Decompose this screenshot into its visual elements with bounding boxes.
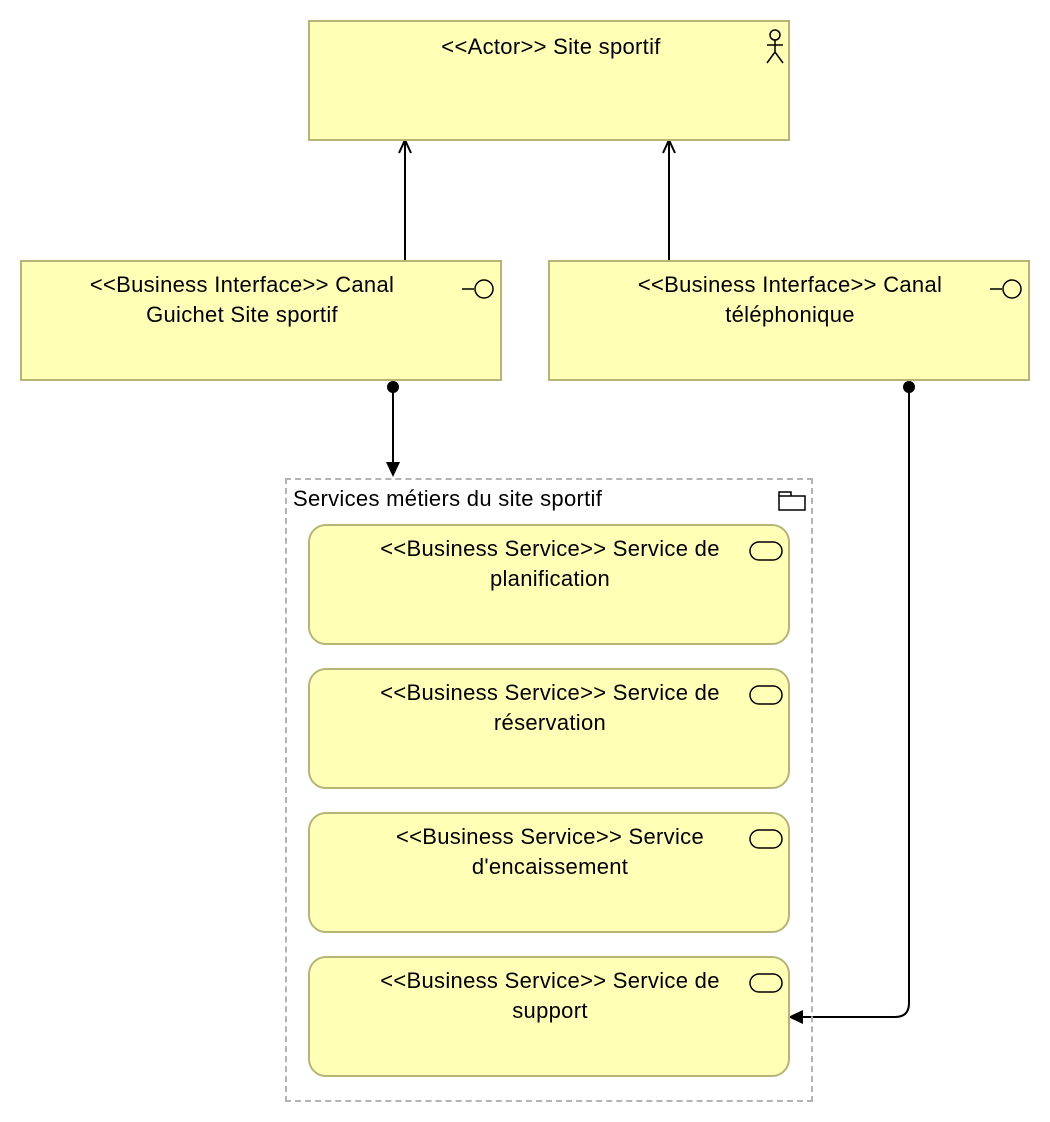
service-planification[interactable]: <<Business Service>> Service de planific… bbox=[308, 524, 790, 645]
business-service-icon bbox=[749, 541, 783, 561]
interface-guichet-label-line1: <<Business Interface>> Canal bbox=[89, 272, 395, 297]
interface-telephone-label-line1: <<Business Interface>> Canal bbox=[637, 272, 943, 297]
assignment-connector-telephone-to-support[interactable] bbox=[788, 381, 915, 1024]
business-service-icon bbox=[749, 973, 783, 993]
business-service-icon bbox=[749, 685, 783, 705]
group-title: Services métiers du site sportif bbox=[293, 486, 603, 511]
actor-title: <<Actor>> Site sportif bbox=[441, 34, 661, 59]
service-support-line1: <<Business Service>> Service de bbox=[380, 968, 720, 993]
service-planification-line1: <<Business Service>> Service de bbox=[380, 536, 720, 561]
service-encaissement-line1: <<Business Service>> Service bbox=[396, 824, 704, 849]
service-planification-line2: planification bbox=[489, 566, 611, 591]
service-support[interactable]: <<Business Service>> Service de support bbox=[308, 956, 790, 1077]
business-interface-icon bbox=[990, 279, 1022, 299]
business-service-icon bbox=[749, 829, 783, 849]
service-reservation-line2: réservation bbox=[493, 710, 607, 735]
group-folder-icon bbox=[778, 491, 806, 511]
service-encaissement[interactable]: <<Business Service>> Service d'encaissem… bbox=[308, 812, 790, 933]
service-reservation[interactable]: <<Business Service>> Service de réservat… bbox=[308, 668, 790, 789]
service-reservation-line1: <<Business Service>> Service de bbox=[380, 680, 720, 705]
group-services-metiers[interactable]: Services métiers du site sportif bbox=[285, 478, 813, 1102]
interface-guichet-label-line2: Guichet Site sportif bbox=[146, 302, 338, 327]
service-encaissement-line2: d'encaissement bbox=[471, 854, 629, 879]
interface-telephone-label-line2: téléphonique bbox=[725, 302, 855, 327]
interface-canal-guichet[interactable]: <<Business Interface>> Canal Guichet Sit… bbox=[20, 260, 502, 381]
assignment-connector-guichet-to-group[interactable] bbox=[386, 381, 400, 477]
service-support-line2: support bbox=[512, 998, 588, 1023]
used-by-connector-guichet-to-actor[interactable] bbox=[398, 137, 412, 260]
used-by-connector-telephone-to-actor[interactable] bbox=[662, 137, 676, 260]
interface-canal-telephonique[interactable]: <<Business Interface>> Canal téléphoniqu… bbox=[548, 260, 1030, 381]
actor-site-sportif[interactable]: <<Actor>> Site sportif bbox=[308, 20, 790, 141]
business-interface-icon bbox=[462, 279, 494, 299]
actor-icon bbox=[766, 29, 784, 64]
